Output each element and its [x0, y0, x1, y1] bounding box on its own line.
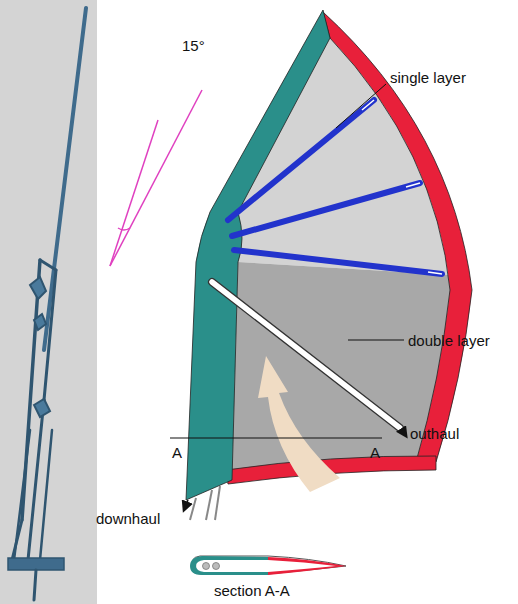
part-label: outhaul — [410, 426, 459, 441]
angle-label: 15° — [182, 38, 205, 53]
section-profile — [190, 556, 346, 575]
leech — [323, 12, 472, 462]
batten-pockets — [362, 100, 442, 274]
battens — [228, 100, 442, 274]
leader — [348, 340, 404, 341]
rig-frame — [8, 8, 86, 600]
part-label: downhaul — [96, 511, 160, 526]
wind-arrow — [258, 356, 340, 492]
angle-mark — [110, 90, 202, 266]
boom — [212, 282, 400, 428]
part-label: single layer — [390, 70, 466, 85]
leader — [336, 84, 386, 128]
section-mark: A — [370, 445, 380, 460]
section-mark: A — [172, 445, 182, 460]
outhaul-line — [402, 430, 406, 436]
section-line — [170, 437, 382, 438]
rig-panel — [0, 0, 97, 604]
section-caption: section A-A — [214, 583, 290, 598]
mast-base — [190, 486, 220, 520]
downhaul-line — [184, 500, 188, 510]
part-label: double layer — [408, 333, 490, 348]
